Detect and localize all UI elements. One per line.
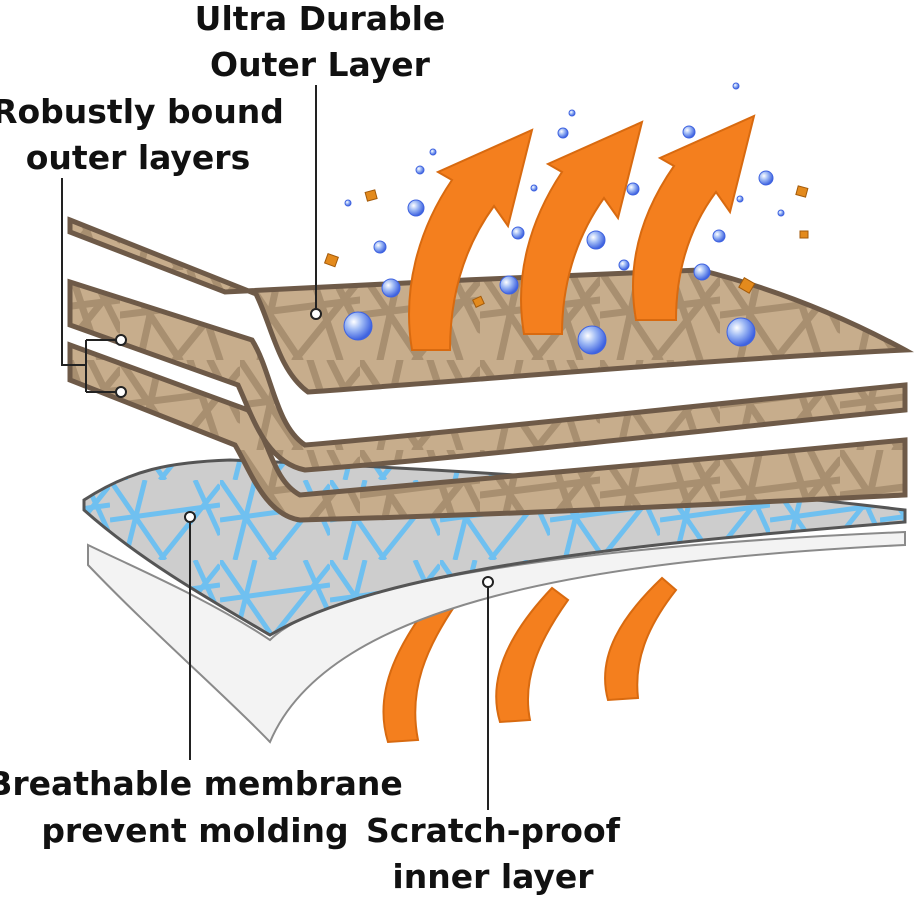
lower-airflow-arrows <box>382 576 678 744</box>
bound-layers-leader <box>61 178 117 393</box>
bubble-icon <box>381 278 401 298</box>
leader-endpoints <box>115 308 494 588</box>
bubble-icon <box>736 195 744 203</box>
up-arrow-icon <box>632 114 756 321</box>
particle-icon <box>472 295 485 308</box>
membrane-label-line-1: Breathable membrane <box>0 764 403 803</box>
inner-layer-label-line-2: inner layer <box>392 857 594 896</box>
bubble-icon <box>732 82 740 90</box>
bubble-icon <box>499 275 519 295</box>
dirt-particles <box>323 185 809 308</box>
leader-lines <box>61 85 489 810</box>
particle-icon <box>799 230 809 239</box>
bubble-icon <box>373 240 387 254</box>
bound-layers-label-line-2: outer layers <box>26 138 250 177</box>
bubble-icon <box>586 230 606 250</box>
bubble-icon <box>530 184 538 192</box>
bubble-icon <box>693 263 711 281</box>
particle-icon <box>323 252 339 268</box>
inner-layer-label-line-1: Scratch-proof <box>366 811 621 850</box>
outer-fabric-layer-3 <box>67 341 908 523</box>
up-arrow-icon <box>604 576 678 702</box>
bubble-icon <box>343 311 373 341</box>
inner-layer <box>87 530 906 744</box>
membrane-endpoint <box>184 511 196 523</box>
bound-layer-endpoint <box>115 334 127 346</box>
bubble-icon <box>726 317 756 347</box>
outer-layer-label: Ultra Durable Outer Layer <box>195 0 446 84</box>
bubble-icon <box>415 165 425 175</box>
outer-layer-label-line-1: Ultra Durable <box>195 0 446 38</box>
membrane-label-line-2: prevent molding <box>41 811 348 850</box>
bubble-icon <box>568 109 576 117</box>
outer-layer-endpoint <box>310 308 322 320</box>
upper-airflow-arrows <box>408 114 756 351</box>
bound-layers-label-line-1: Robustly bound <box>0 92 284 131</box>
inner-layer-label: Scratch-proof inner layer <box>366 811 621 896</box>
bound-layers-label: Robustly bound outer layers <box>0 92 284 177</box>
bubble-icon <box>777 209 785 217</box>
bubble-icon <box>758 170 774 186</box>
moisture-bubbles <box>343 82 785 355</box>
inner-layer-endpoint <box>482 576 494 588</box>
bound-layer-endpoint <box>115 386 127 398</box>
bubble-icon <box>626 182 640 196</box>
bubble-icon <box>618 259 630 271</box>
outer-fabric-layer-2 <box>67 278 908 473</box>
bubble-icon <box>407 199 425 217</box>
bubble-icon <box>557 127 569 139</box>
up-arrow-icon <box>495 586 570 724</box>
bubble-icon <box>429 148 437 156</box>
bubble-icon <box>344 199 352 207</box>
up-arrow-icon <box>520 120 644 335</box>
outer-layer-label-line-2: Outer Layer <box>210 45 431 84</box>
bubble-icon <box>682 125 696 139</box>
bubble-icon <box>511 226 525 240</box>
bubble-icon <box>577 325 607 355</box>
particle-icon <box>738 276 756 294</box>
particle-icon <box>795 185 809 198</box>
up-arrow-icon <box>408 128 534 351</box>
bubble-icon <box>712 229 726 243</box>
outer-fabric-layer-1 <box>67 216 915 395</box>
particle-icon <box>364 189 378 202</box>
membrane-label: Breathable membrane prevent molding <box>0 764 403 850</box>
